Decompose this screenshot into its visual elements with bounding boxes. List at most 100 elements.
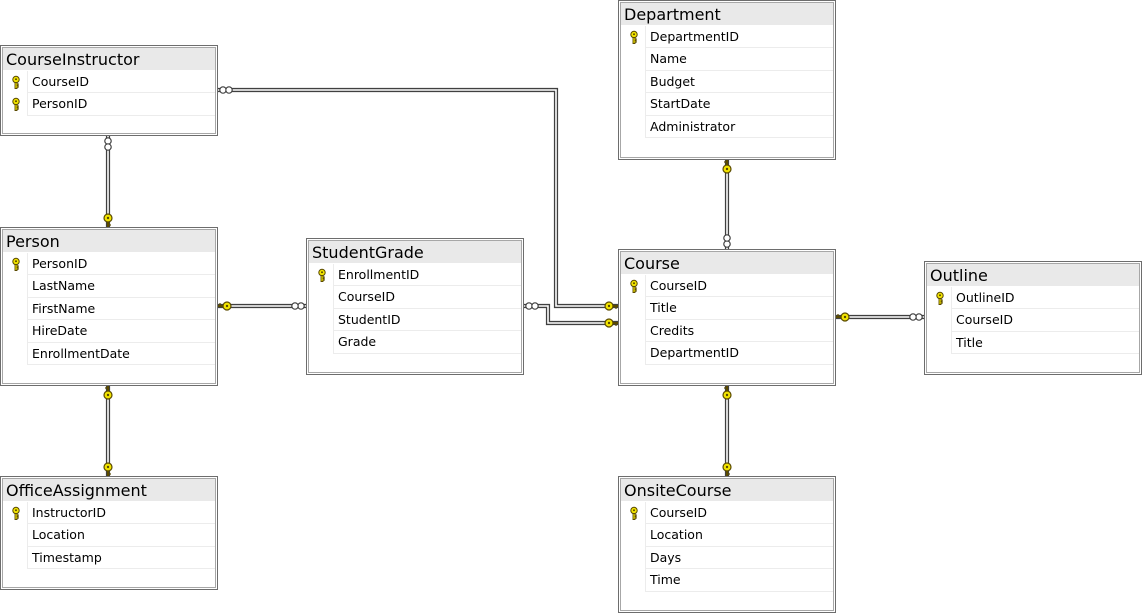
infinity-icon — [291, 302, 305, 310]
column-row[interactable]: EnrollmentID — [309, 264, 521, 287]
table-outline[interactable]: Outline OutlineID CourseID Title — [924, 261, 1142, 375]
infinity-icon — [909, 313, 923, 321]
key-icon — [9, 97, 23, 112]
rel-courseinstructor-course[interactable] — [218, 86, 618, 311]
column-name: CourseID — [338, 289, 395, 305]
key-icon — [315, 268, 329, 283]
column-row[interactable]: CourseID — [621, 502, 833, 525]
key-icon — [836, 312, 850, 322]
column-name: CourseID — [650, 505, 707, 520]
table-title: Course — [621, 252, 833, 274]
infinity-icon — [525, 302, 539, 310]
key-icon — [103, 462, 113, 476]
key-icon — [627, 506, 641, 521]
table-course[interactable]: Course CourseID Title Credits Department… — [618, 249, 836, 386]
column-name: CourseID — [32, 74, 89, 89]
key-icon — [103, 213, 113, 227]
column-name: CourseID — [650, 278, 707, 293]
infinity-icon — [104, 137, 112, 151]
column-name: StudentID — [338, 311, 401, 327]
table-officeassignment[interactable]: OfficeAssignment InstructorID Location T… — [0, 476, 218, 590]
column-row[interactable]: Grade — [309, 331, 521, 354]
table-studentgrade[interactable]: StudentGrade EnrollmentID CourseID Stude… — [306, 238, 524, 375]
column-row[interactable]: Title — [621, 297, 833, 320]
column-row[interactable]: DepartmentID — [621, 342, 833, 365]
key-icon — [218, 301, 232, 311]
table-person[interactable]: Person PersonID LastName FirstName HireD… — [0, 227, 218, 386]
column-row[interactable]: Time — [621, 569, 833, 592]
column-name: Location — [650, 527, 703, 543]
column-row[interactable]: CourseID — [621, 275, 833, 298]
column-row[interactable]: LastName — [3, 275, 215, 298]
rel-courseinstructor-person[interactable] — [103, 136, 113, 227]
key-icon — [933, 291, 947, 306]
table-title: OfficeAssignment — [3, 479, 215, 501]
column-row[interactable]: Name — [621, 48, 833, 71]
key-icon — [103, 386, 113, 400]
key-icon — [9, 506, 23, 521]
table-courseinstructor[interactable]: CourseInstructor CourseID PersonID — [0, 45, 218, 136]
rel-person-studentgrade[interactable] — [218, 301, 306, 311]
column-name: Location — [32, 527, 85, 543]
column-name: FirstName — [32, 300, 96, 316]
column-row[interactable]: PersonID — [3, 253, 215, 276]
column-name: DepartmentID — [650, 29, 739, 44]
rel-course-onsitecourse[interactable] — [722, 386, 732, 476]
infinity-icon — [723, 234, 731, 248]
table-department[interactable]: Department DepartmentID Name Budget Star… — [618, 0, 836, 160]
column-name: PersonID — [32, 256, 88, 271]
key-icon — [722, 386, 732, 400]
infinity-icon — [219, 86, 233, 94]
column-row[interactable]: Credits — [621, 319, 833, 343]
column-name: StartDate — [650, 96, 711, 112]
table-onsitecourse[interactable]: OnsiteCourse CourseID Location Days Time — [618, 476, 836, 613]
column-row[interactable]: StudentID — [309, 308, 521, 332]
column-name: Name — [650, 51, 687, 67]
column-name: LastName — [32, 278, 95, 294]
key-icon — [627, 30, 641, 45]
column-name: HireDate — [32, 323, 88, 339]
column-row[interactable]: HireDate — [3, 320, 215, 343]
column-name: Credits — [650, 322, 695, 338]
column-name: DepartmentID — [650, 345, 739, 361]
column-name: PersonID — [32, 96, 88, 112]
rel-person-officeassignment[interactable] — [103, 386, 113, 476]
column-row[interactable]: OutlineID — [927, 287, 1139, 310]
column-row[interactable]: FirstName — [3, 297, 215, 321]
table-title: CourseInstructor — [3, 48, 215, 70]
rel-course-outline[interactable] — [836, 312, 924, 322]
rel-department-course[interactable] — [722, 160, 732, 249]
table-title: OnsiteCourse — [621, 479, 833, 501]
column-row[interactable]: PersonID — [3, 93, 215, 116]
column-row[interactable]: StartDate — [621, 93, 833, 116]
key-icon — [722, 462, 732, 476]
column-name: Budget — [650, 73, 695, 89]
table-title: StudentGrade — [309, 241, 521, 263]
column-row[interactable]: Title — [927, 331, 1139, 355]
column-name: Title — [650, 300, 677, 316]
column-row[interactable]: Administrator — [621, 115, 833, 138]
column-name: EnrollmentDate — [32, 345, 130, 361]
column-row[interactable]: CourseID — [927, 309, 1139, 332]
key-icon — [604, 301, 618, 311]
column-row[interactable]: CourseID — [3, 71, 215, 94]
column-name: Time — [650, 572, 681, 588]
column-row[interactable]: CourseID — [309, 286, 521, 309]
column-row[interactable]: Budget — [621, 70, 833, 94]
column-row[interactable]: EnrollmentDate — [3, 342, 215, 365]
key-icon — [722, 160, 732, 174]
column-row[interactable]: Days — [621, 546, 833, 570]
column-row[interactable]: InstructorID — [3, 502, 215, 525]
column-name: InstructorID — [32, 505, 106, 520]
column-row[interactable]: Location — [621, 524, 833, 547]
column-name: Grade — [338, 334, 377, 350]
column-row[interactable]: Timestamp — [3, 546, 215, 570]
column-name: OutlineID — [956, 290, 1015, 305]
column-row[interactable]: DepartmentID — [621, 26, 833, 49]
column-name: Days — [650, 549, 682, 565]
column-row[interactable]: Location — [3, 524, 215, 547]
column-name: Title — [956, 334, 983, 350]
rel-studentgrade-course[interactable] — [524, 302, 618, 328]
